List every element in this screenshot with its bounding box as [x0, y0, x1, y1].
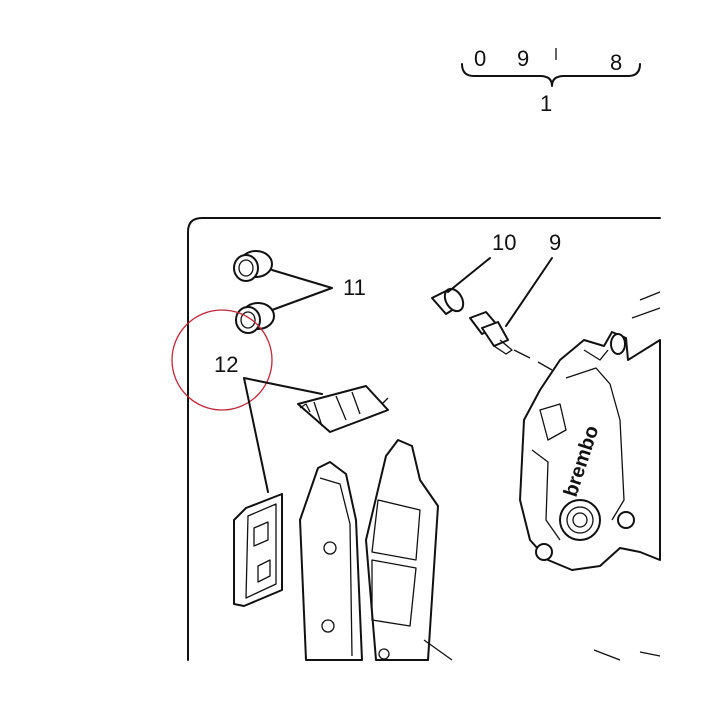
leader-12 — [243, 377, 323, 493]
label-10: 10 — [492, 230, 516, 255]
bleed-screw — [469, 311, 513, 355]
seal-upper — [233, 250, 273, 282]
top-digit-right: 8 — [610, 50, 622, 75]
highlight-circle — [171, 309, 273, 411]
caliper-body — [519, 291, 661, 661]
top-brace-group: 0 9 8 1 — [461, 46, 641, 116]
seal-lower — [235, 302, 275, 334]
dash-line — [513, 349, 553, 371]
top-digit-mid: 9 — [517, 46, 529, 71]
spring-clip — [297, 385, 389, 433]
brake-pad-left — [299, 461, 363, 661]
label-1: 1 — [540, 91, 552, 116]
leaders-9-10 — [447, 257, 553, 327]
brake-pad-right — [365, 439, 453, 661]
label-9: 9 — [549, 230, 561, 255]
top-digit-left: 0 — [474, 46, 486, 71]
label-12: 12 — [214, 352, 238, 377]
panel-frame — [187, 217, 661, 661]
brace — [461, 63, 641, 87]
label-11: 11 — [343, 275, 366, 300]
leader-11 — [271, 269, 333, 311]
bleed-cap — [431, 287, 465, 315]
shim-plate — [233, 493, 283, 607]
